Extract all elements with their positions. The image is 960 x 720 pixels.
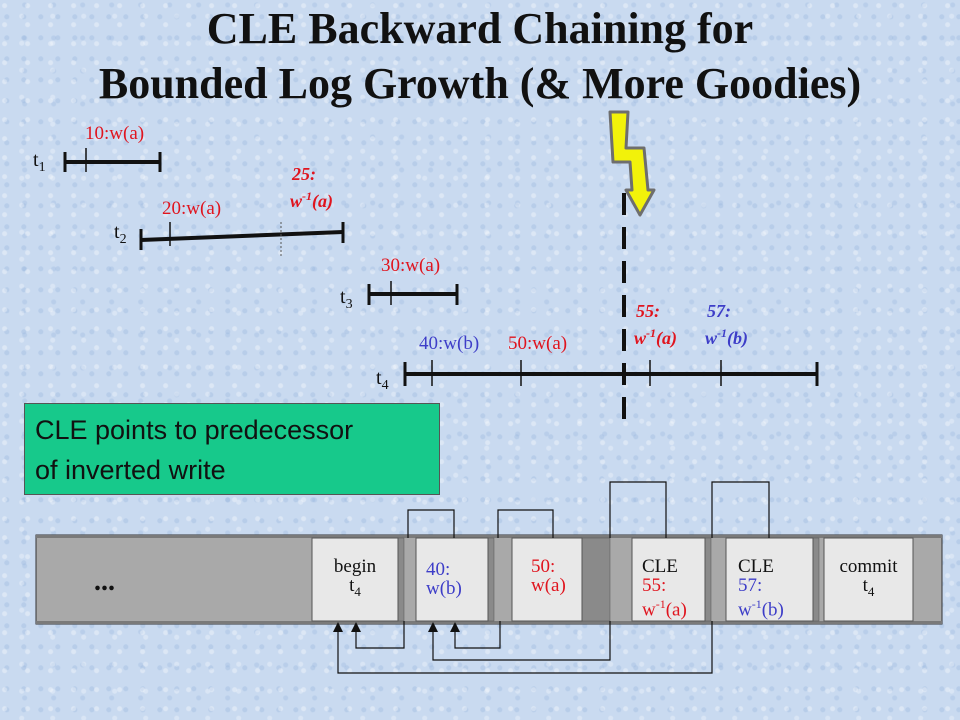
log-record-40 <box>415 537 489 622</box>
title-line-2: Bounded Log Growth (& More Goodies) <box>98 59 862 108</box>
cle-note-line-1: CLE points to predecessor <box>35 415 354 445</box>
t3-label: t3 <box>340 286 353 312</box>
crash-bolt-icon <box>608 110 656 217</box>
op-50-label: 50:w(a) <box>508 333 567 354</box>
log-record-cle57-text: CLE 57: w-1(b) <box>738 556 784 621</box>
op-40-label: 40:w(b) <box>419 333 479 354</box>
op-20-label: 20:w(a) <box>162 198 221 219</box>
log-record-40-text: 40: w(b) <box>426 559 462 599</box>
log-chain-bottom <box>337 621 713 674</box>
log-ellipsis: ... <box>94 566 115 597</box>
transaction-t3: t3 30:w(a) <box>340 255 459 312</box>
log-record-begin-text: begin t4 <box>333 556 377 599</box>
log-record-begin <box>311 537 399 622</box>
log-record-cle55-text: CLE 55: w-1(a) <box>642 556 687 621</box>
log-record-commit <box>823 537 914 622</box>
transaction-t4: t4 40:w(b) 50:w(a) 55: w-1(a) 57: w-1(b) <box>376 301 819 393</box>
cle-note-box: CLE points to predecessor of inverted wr… <box>24 403 440 495</box>
log-record-cle55 <box>631 537 706 622</box>
op-25-num: 25: <box>291 164 316 184</box>
log-record-commit-text: commit t4 <box>839 556 898 599</box>
t2-label: t2 <box>114 221 127 247</box>
op-30-label: 30:w(a) <box>381 255 440 276</box>
transaction-t1: t1 10:w(a) <box>33 123 162 175</box>
t4-label: t4 <box>376 367 389 393</box>
log-chain-arrowheads <box>333 622 460 632</box>
title-line-1: CLE Backward Chaining for <box>206 4 754 53</box>
cle-note-line-2: of inverted write <box>35 455 226 485</box>
op-57-label: w-1(b) <box>705 326 748 349</box>
op-55-label: w-1(a) <box>634 326 677 349</box>
op-25-label: w-1(a) <box>290 189 333 212</box>
log-record-50 <box>511 537 583 622</box>
op-57-num: 57: <box>707 301 731 321</box>
op-55-num: 55: <box>636 301 660 321</box>
op-10-label: 10:w(a) <box>85 123 144 144</box>
t1-label: t1 <box>33 149 46 175</box>
log-record-50-text: 50: w(a) <box>531 556 566 596</box>
log-strip: ... <box>35 534 943 625</box>
log-record-cle57 <box>725 537 814 622</box>
log-chain-top <box>407 481 770 538</box>
transaction-t2: t2 20:w(a) 25: w-1(a) <box>114 164 345 256</box>
